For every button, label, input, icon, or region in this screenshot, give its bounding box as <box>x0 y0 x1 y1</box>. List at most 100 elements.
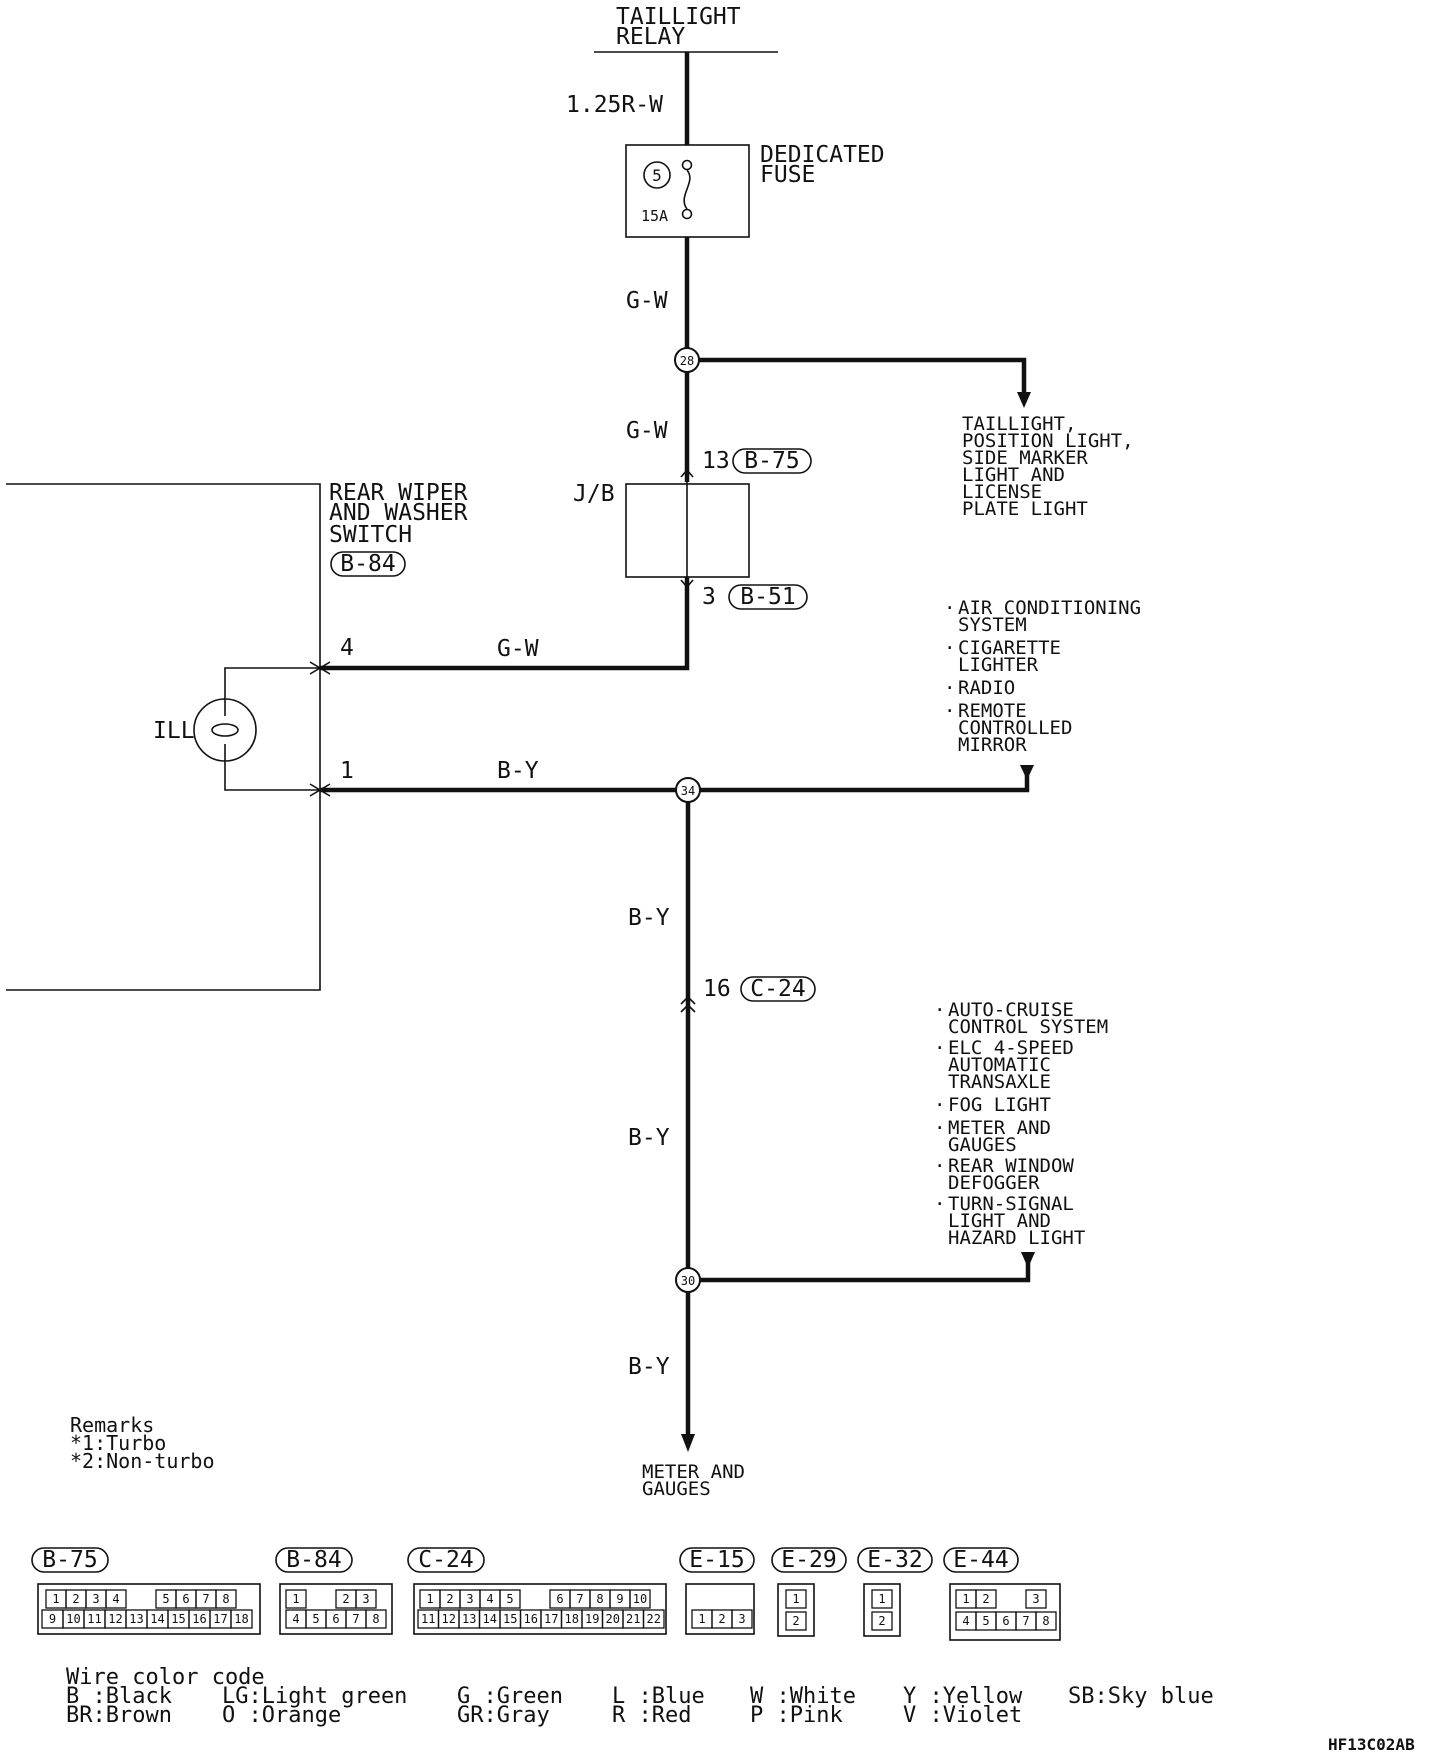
bullet-icon: · <box>934 999 945 1021</box>
wire-color-entry: Y :Yellow <box>903 1684 1023 1709</box>
cruise-dest-line: GAUGES <box>948 1134 1017 1156</box>
switch-pin4-arrow-icon-b <box>318 661 331 675</box>
wire-label-b-y-3: B-Y <box>628 1125 670 1151</box>
ac-dest-line: LIGHTER <box>958 654 1039 676</box>
connector-b84-housing <box>279 1583 393 1635</box>
connector-tag-b51 <box>728 584 808 610</box>
switch-outline <box>6 483 321 991</box>
bullet-icon: · <box>944 700 955 722</box>
connector-pin-number: 2 <box>446 1592 453 1606</box>
fuse-title-line2: FUSE <box>760 162 815 188</box>
connector-pin-cell <box>871 1611 893 1631</box>
ac-dest-line: REMOTE <box>958 700 1027 722</box>
connector-pin-number: 7 <box>352 1612 359 1626</box>
switch-label-line1: REAR WIPER <box>329 480 468 506</box>
ac-dest-line: RADIO <box>958 677 1015 699</box>
remarks-title: Remarks <box>70 1413 154 1437</box>
connector-pin-number: 9 <box>49 1612 56 1626</box>
cruise-dest-line: CONTROL SYSTEM <box>948 1016 1108 1038</box>
cruise-dest-line: TRANSAXLE <box>948 1071 1051 1093</box>
connector-pin-number: 17 <box>213 1612 227 1626</box>
connector-mark-c24-a <box>680 995 696 1005</box>
connector-pin-number: 4 <box>962 1614 969 1628</box>
bullet-icon: · <box>934 1155 945 1177</box>
remarks-turbo: *1:Turbo <box>70 1431 166 1455</box>
connector-pin-number: 6 <box>1002 1614 1009 1628</box>
fuse-rating: 15A <box>641 207 668 225</box>
connector-pin-number: 2 <box>342 1592 349 1606</box>
bullet-icon: · <box>944 637 955 659</box>
system-destinations: · AUTO-CRUISE CONTROL SYSTEM · ELC 4-SPE… <box>934 999 1108 1249</box>
connector-pin-number: 16 <box>192 1612 206 1626</box>
jb-pin-top: 13 <box>702 448 730 474</box>
connector-name-e32: E-32 <box>867 1547 922 1573</box>
taillight-relay: TAILLIGHT RELAY <box>594 4 778 53</box>
c24-pin-label: 16 <box>703 976 731 1002</box>
connector-c24-housing <box>413 1583 667 1635</box>
ac-dest-line: CONTROLLED <box>958 717 1072 739</box>
ill-label: ILL <box>153 718 195 744</box>
fuse-terminal-bottom <box>681 208 693 220</box>
taillight-arrow-icon <box>1017 392 1031 408</box>
ac-dest-line: SYSTEM <box>958 614 1027 636</box>
connector-pin-cell <box>230 1609 253 1629</box>
connector-pin-number: 3 <box>738 1612 745 1626</box>
remarks: Remarks *1:Turbo *2:Non-turbo <box>70 1413 215 1473</box>
switch-label-line2: AND WASHER <box>329 500 468 526</box>
connector-tag-c24 <box>740 976 816 1002</box>
bullet-icon: · <box>934 1094 945 1116</box>
systems-arrow-icon <box>1021 1252 1035 1268</box>
cruise-dest-line: LIGHT AND <box>948 1210 1051 1232</box>
connector-e44-housing <box>949 1583 1061 1641</box>
connector-pin-number: 8 <box>596 1592 603 1606</box>
connector-e32-pins: 12 <box>871 1589 893 1631</box>
connector-pin-number: 3 <box>466 1592 473 1606</box>
ill-wire-bottom <box>224 760 320 791</box>
connector-pin-cell <box>642 1609 665 1629</box>
switch-label-line3: SWITCH <box>329 522 412 548</box>
switch-pin4-label: 4 <box>340 635 354 661</box>
wire-color-entry: GR:Gray <box>457 1703 550 1728</box>
wire-label-b-y-2: B-Y <box>628 905 670 931</box>
connector-pin-number: 2 <box>72 1592 79 1606</box>
wire-label-g-w-2: G-W <box>626 418 668 444</box>
figure-code: HF13C02AB <box>1328 1735 1415 1754</box>
connector-pin-number: 11 <box>87 1612 101 1626</box>
wire-color-entry: SB:Sky blue <box>1068 1684 1214 1709</box>
connector-pin-cell <box>215 1589 237 1609</box>
connector-pin-cell <box>785 1611 807 1631</box>
connector-pin-number: 20 <box>606 1612 620 1626</box>
wire-color-entry: L :Blue <box>612 1684 705 1709</box>
connector-pin-number: 12 <box>108 1612 122 1626</box>
bullet-icon: · <box>934 1037 945 1059</box>
wire-label-b-y-4: B-Y <box>628 1354 670 1380</box>
wire-color-entry: P :Pink <box>750 1703 843 1728</box>
connector-pin-number: 7 <box>202 1592 209 1606</box>
wire-label-1-25r-w: 1.25R-W <box>566 92 663 118</box>
connector-pin-cell <box>365 1609 387 1629</box>
cruise-dest-line: DEFOGGER <box>948 1172 1040 1194</box>
jb-pin-bottom: 3 <box>702 584 716 610</box>
accessory-destinations: · AIR CONDITIONING SYSTEM · CIGARETTE LI… <box>944 597 1141 756</box>
meter-dest-line1: METER AND <box>642 1461 745 1483</box>
connector-pin-number: 8 <box>372 1612 379 1626</box>
cruise-dest-line: AUTOMATIC <box>948 1054 1051 1076</box>
connector-pin-number: 8 <box>1042 1614 1049 1628</box>
connector-name-e44: E-44 <box>953 1547 1008 1573</box>
wire-splice34-to-accessories <box>700 765 1030 793</box>
connector-pin-number: 22 <box>647 1612 661 1626</box>
ill-wire-top <box>224 667 320 700</box>
connector-pin-number: 10 <box>66 1612 80 1626</box>
fuse-element-icon <box>683 169 691 210</box>
wire-label-g-w-1: G-W <box>626 288 668 314</box>
connector-pin-cell <box>1035 1611 1057 1631</box>
cruise-dest-line: FOG LIGHT <box>948 1094 1051 1116</box>
connector-pin-number: 21 <box>626 1612 640 1626</box>
connector-pin-number: 4 <box>292 1612 299 1626</box>
cruise-dest-line: METER AND <box>948 1117 1051 1139</box>
connector-pin-number: 15 <box>503 1612 517 1626</box>
bullet-icon: · <box>944 597 955 619</box>
